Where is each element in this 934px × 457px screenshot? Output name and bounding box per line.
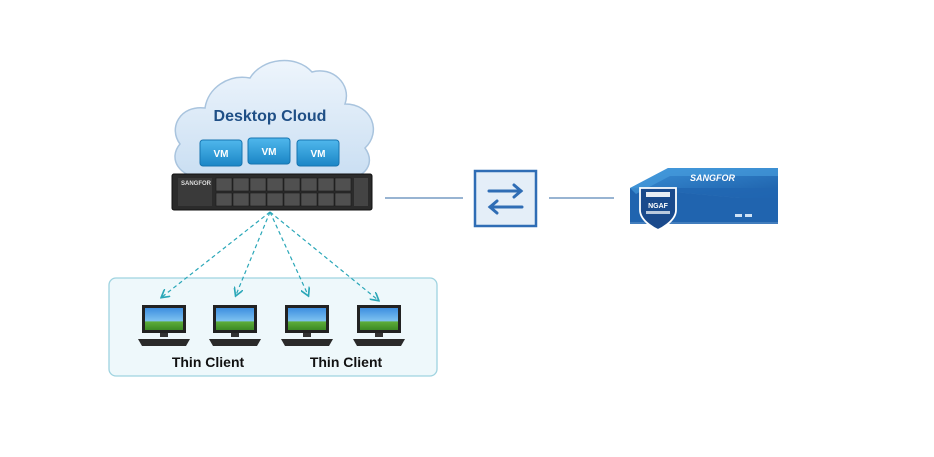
thin-client-device: [281, 305, 333, 346]
thin-client-label: Thin Client: [172, 354, 245, 370]
firewall-badge: NGAF: [648, 203, 669, 210]
thin-client-device: [353, 305, 405, 346]
thin-client-box: [108, 277, 438, 377]
vm-label: VM: [311, 149, 326, 160]
switch-device: [473, 169, 538, 228]
vm-label: VM: [262, 147, 277, 158]
desktop-cloud: Desktop Cloud VM VM VM: [174, 59, 375, 180]
thin-client-device: [138, 305, 190, 346]
thin-client-device: [209, 305, 261, 346]
vm-tile: VM: [199, 139, 243, 167]
ngaf-shield-icon: NGAF: [639, 187, 677, 231]
drive-bays: [215, 177, 352, 207]
swap-arrows-icon: [487, 183, 524, 215]
firewall-brand: SANGFOR: [690, 173, 736, 183]
vm-label: VM: [214, 149, 229, 160]
rack-server: SANGFOR: [171, 173, 373, 211]
thin-client-group: Thin Client Thin Client: [108, 211, 438, 377]
vm-tile: VM: [247, 137, 291, 165]
thin-client-label: Thin Client: [310, 354, 383, 370]
vm-tile: VM: [296, 139, 340, 167]
cloud-title: Desktop Cloud: [214, 108, 327, 125]
server-brand: SANGFOR: [181, 181, 212, 187]
ngaf-firewall: SANGFOR NGAF: [630, 168, 778, 231]
dashed-links: [162, 211, 378, 300]
